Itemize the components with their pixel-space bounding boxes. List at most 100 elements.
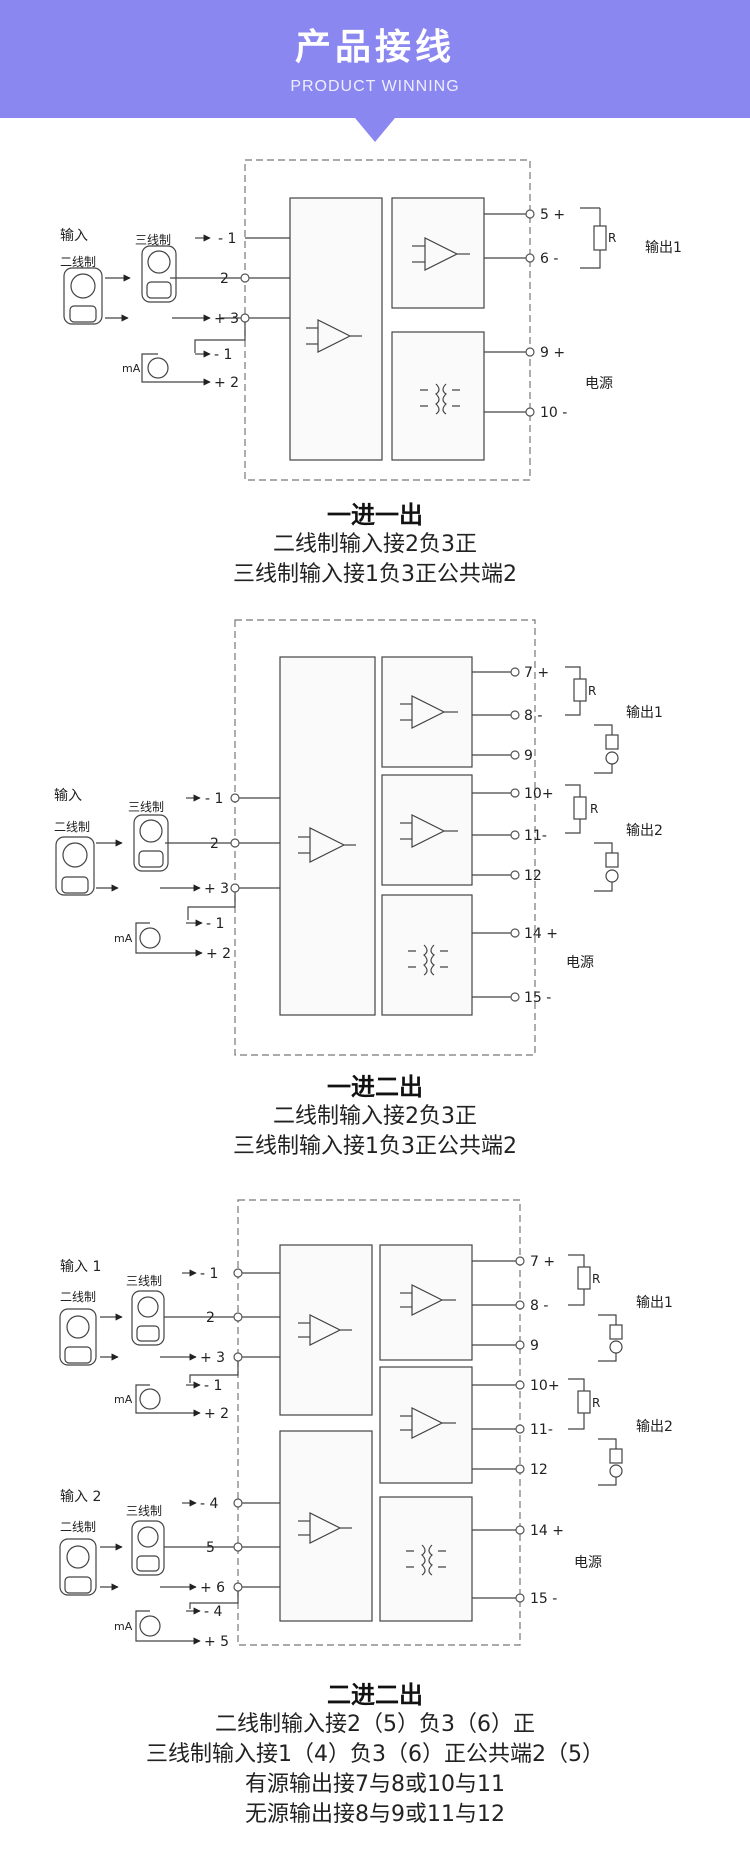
terminal-label: + 2 (204, 1406, 229, 1422)
ma-label: mA (114, 1393, 133, 1406)
amp-icon (424, 237, 459, 271)
terminal-label: 14 + (530, 1523, 564, 1539)
caption-title: 二进二出 (327, 1681, 423, 1709)
wiring-diagram-3: 输入 1 二线制 三线制 - 1 2 + 3 - 1 + 2 mA 输入 2 二… (59, 1199, 673, 1650)
terminal-label: 2 (210, 836, 219, 852)
terminal-label: + 3 (214, 311, 239, 327)
caption-2: 一进二出 二线制输入接2负3正 三线制输入接1负3正公共端2 (0, 1072, 750, 1162)
terminal-label: 15 - (524, 990, 551, 1006)
caption-line: 二线制输入接2负3正 (273, 532, 477, 557)
caption-line: 三线制输入接1负3正公共端2 (233, 1134, 517, 1159)
rl-label: R (592, 1272, 600, 1286)
terminal-label: 5 (206, 1540, 215, 1556)
rl-label: R (588, 684, 596, 698)
terminal-label: - 4 (200, 1496, 219, 1512)
module-outline (244, 159, 531, 481)
terminal-label: 2 (206, 1310, 215, 1326)
terminal-label: + 2 (214, 375, 239, 391)
caption-line: 三线制输入接1（4）负3（6）正公共端2（5） (146, 1742, 604, 1767)
three-wire-label: 三线制 (126, 1274, 162, 1288)
current-source-icon (147, 357, 169, 379)
output2-block (381, 774, 473, 886)
power-block (379, 1496, 473, 1622)
input-label: 输入 (54, 788, 82, 804)
output1-label: 输出1 (645, 240, 682, 256)
two-wire-label: 二线制 (60, 255, 96, 269)
caption-line: 二线制输入接2负3正 (273, 1104, 477, 1129)
output1-label: 输出1 (636, 1295, 673, 1311)
input1-block (279, 1244, 373, 1416)
terminal-label: 6 - (540, 251, 558, 267)
output2-label: 输出2 (636, 1419, 673, 1435)
output-block (391, 197, 485, 309)
caption-title: 一进二出 (327, 1073, 423, 1101)
two-wire-label: 二线制 (60, 1290, 96, 1304)
terminal-label: 14 + (524, 926, 558, 942)
input2-block (279, 1430, 373, 1622)
terminal-label: 7 + (530, 1254, 555, 1270)
terminal-label: 8 - (524, 708, 542, 724)
header-banner: 产品接线 PRODUCT WINNING (0, 0, 750, 118)
ma-label: mA (122, 362, 141, 375)
power-label: 电源 (585, 376, 613, 392)
terminal-label: 9 + (540, 345, 565, 361)
output1-block (381, 656, 473, 768)
input2-label: 输入 2 (60, 1489, 101, 1505)
terminal-label: + 5 (204, 1634, 229, 1650)
output2-label: 输出2 (626, 823, 663, 839)
header-notch (355, 118, 395, 142)
three-wire-sensor-icon (141, 245, 177, 303)
caption-1: 一进一出 二线制输入接2负3正 三线制输入接1负3正公共端2 (0, 500, 750, 590)
two-wire-sensor-icon (63, 267, 103, 325)
wiring-diagram-1: 输入 二线制 三线制 - 1 2 + 3 - 1 + 2 mA 5 + 6 - … (60, 159, 682, 481)
caption-line: 无源输出接8与9或11与12 (245, 1802, 505, 1827)
terminal-label: + 6 (200, 1580, 225, 1596)
rl-label: R (592, 1396, 600, 1410)
page-subtitle: PRODUCT WINNING (290, 78, 460, 95)
terminal-label: 11- (530, 1422, 553, 1438)
output1-block (379, 1244, 473, 1361)
terminal-label: 9 (530, 1338, 539, 1354)
terminal-label: 11- (524, 828, 547, 844)
two-wire-label: 二线制 (60, 1520, 96, 1534)
power-label: 电源 (566, 955, 594, 971)
terminal-label: 12 (524, 868, 542, 884)
terminal-label: 10+ (530, 1378, 560, 1394)
transformer-icon (420, 383, 460, 415)
three-wire-label: 三线制 (135, 233, 171, 247)
terminal-label: - 1 (218, 231, 236, 247)
caption-title: 一进一出 (327, 501, 423, 529)
terminal-label: 5 + (540, 207, 565, 223)
power-block (381, 894, 473, 1016)
output2-block (379, 1366, 473, 1484)
rl-label: R (608, 231, 616, 245)
two-wire-label: 二线制 (54, 820, 90, 834)
input-label: 输入 (60, 228, 88, 244)
terminal-label: + 2 (206, 946, 231, 962)
amp-icon (309, 827, 346, 863)
three-wire-label: 三线制 (128, 800, 164, 814)
caption-line: 二线制输入接2（5）负3（6）正 (215, 1712, 535, 1737)
amp-icon (317, 319, 352, 353)
wiring-diagram-2: 输入 二线制 三线制 - 1 2 + 3 - 1 + 2 mA 7 + 8 - … (54, 619, 663, 1056)
three-wire-label: 三线制 (126, 1504, 162, 1518)
module-outline (234, 619, 536, 1056)
ma-label: mA (114, 932, 133, 945)
terminal-label: 12 (530, 1462, 548, 1478)
terminal-label: - 1 (200, 1266, 218, 1282)
terminal-label: 10+ (524, 786, 554, 802)
terminal-label: - 1 (204, 1378, 222, 1394)
input1-label: 输入 1 (60, 1259, 101, 1275)
terminal-label: - 1 (205, 791, 223, 807)
rl-label: R (590, 802, 598, 816)
terminal-label: - 1 (206, 916, 224, 932)
output1-label: 输出1 (626, 705, 663, 721)
terminal-label: + 3 (204, 881, 229, 897)
terminal-label: 10 - (540, 405, 567, 421)
caption-line: 三线制输入接1负3正公共端2 (233, 562, 517, 587)
terminal-label: 9 (524, 748, 533, 764)
terminal-label: - 1 (214, 347, 232, 363)
ma-label: mA (114, 1620, 133, 1633)
input-amp-block (279, 656, 376, 1016)
caption-3: 二进二出 二线制输入接2（5）负3（6）正 三线制输入接1（4）负3（6）正公共… (0, 1680, 750, 1830)
